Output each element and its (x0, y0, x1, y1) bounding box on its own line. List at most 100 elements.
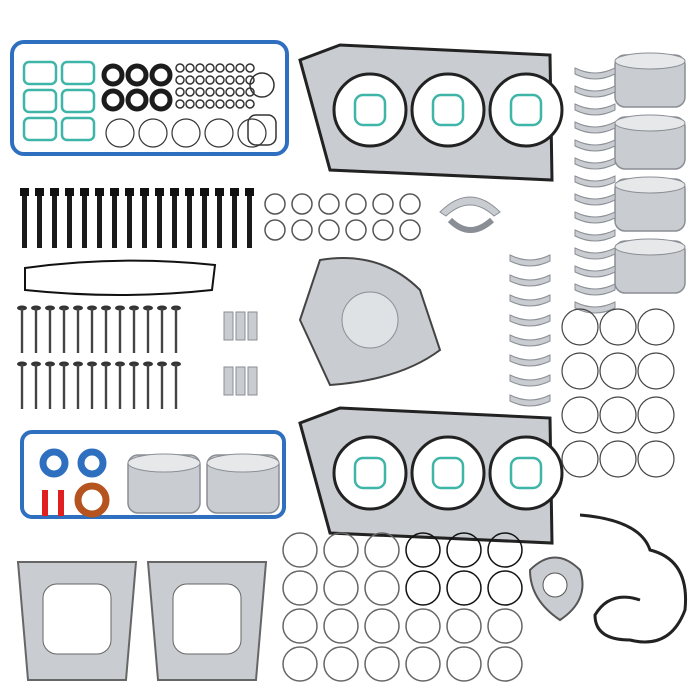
valve-stem-seal (215, 99, 225, 109)
rod-bearing (509, 334, 551, 347)
main-bearing (574, 175, 616, 188)
misc-parts (16, 257, 688, 681)
piston-ring (487, 608, 523, 644)
rod-bearing (509, 354, 551, 367)
piston-ring (364, 646, 400, 682)
o-ring (125, 63, 149, 87)
main-bearing (574, 247, 616, 260)
valve-stem (48, 308, 52, 353)
valve-stem-seal (235, 87, 245, 97)
coolant-seal (431, 93, 465, 127)
valve-stem (90, 364, 94, 409)
valve-stem-seal (215, 63, 225, 73)
piston-ring (405, 532, 441, 568)
valve-stem-seal (245, 63, 255, 73)
spark-plug-tube-seal (60, 116, 96, 142)
valve-stem (20, 308, 24, 353)
valve-stem-seal (175, 63, 185, 73)
red-seal (42, 490, 48, 516)
small-ring (291, 219, 313, 241)
main-bearing (574, 157, 616, 170)
valve-stem (76, 308, 80, 353)
head-bolts (20, 188, 254, 248)
rod-bearing (509, 314, 551, 327)
piston-ring (364, 608, 400, 644)
valve-stem (34, 308, 38, 353)
piston-ring (405, 646, 441, 682)
bolt-head (50, 188, 59, 196)
piston-ring (637, 440, 675, 478)
valve-guide (223, 311, 234, 341)
piston-ring (323, 570, 359, 606)
piston-ring (405, 570, 441, 606)
small-ring (399, 219, 421, 241)
valve-stem-seal (245, 99, 255, 109)
main-bearing (574, 211, 616, 224)
piston-ring (282, 646, 318, 682)
valve-stem (118, 308, 122, 353)
valve-stem-seal (185, 63, 195, 73)
valve-stem (76, 364, 80, 409)
small-ring (345, 219, 367, 241)
valve-cover-gasket (20, 430, 286, 519)
small-ring (264, 193, 286, 215)
seal-ring (105, 118, 135, 148)
valve-guide (247, 366, 258, 396)
bolt-head (20, 188, 29, 196)
piston-ring (599, 396, 637, 434)
crank-seal (74, 482, 110, 518)
valve-stem-seal (205, 75, 215, 85)
piston-ring (446, 570, 482, 606)
piston-ring (405, 608, 441, 644)
bearings (439, 67, 616, 407)
piston-crown (614, 238, 686, 256)
valve-cover-gasket-set (10, 40, 289, 156)
valve-stem (174, 364, 178, 409)
rod-bearing (509, 394, 551, 407)
bolt-shaft (37, 196, 42, 248)
valve-stem-seal (215, 75, 225, 85)
small-ring (399, 193, 421, 215)
piston-ring (637, 308, 675, 346)
main-bearing (574, 265, 616, 278)
valve-stem (104, 364, 108, 409)
piston-ring (599, 308, 637, 346)
bolt-head (125, 188, 134, 196)
valve-stem-seal (175, 99, 185, 109)
coolant-seal (353, 93, 387, 127)
valve-stem-seal (195, 99, 205, 109)
valve-stem-seal (225, 87, 235, 97)
piston-ring (323, 608, 359, 644)
bolt-head (65, 188, 74, 196)
piston-ring (323, 532, 359, 568)
coolant-seal (431, 456, 465, 490)
valve-stem-seal (225, 63, 235, 73)
small-ring (372, 193, 394, 215)
head-gaskets (298, 43, 564, 545)
valve-stem (132, 364, 136, 409)
bolt-head (185, 188, 194, 196)
piston-ring (446, 646, 482, 682)
bolt-head (80, 188, 89, 196)
valve-stem (104, 308, 108, 353)
valve-guide (223, 366, 234, 396)
main-bearing (574, 229, 616, 242)
valve-stem (160, 308, 164, 353)
spark-plug-tube-seal (22, 88, 58, 114)
seal-ring (247, 114, 277, 146)
valve-stem-seal (205, 63, 215, 73)
bolt-head (230, 188, 239, 196)
bolt-shaft (172, 196, 177, 248)
o-ring (149, 88, 173, 112)
piston-crown (614, 114, 686, 132)
valve-stem-seal (175, 75, 185, 85)
bolt-shaft (97, 196, 102, 248)
cylinder-bore (410, 435, 486, 511)
water-pump-plate (341, 291, 399, 349)
oil-pan-gasket (579, 513, 688, 644)
rod-bearing (509, 374, 551, 387)
bolt-shaft (82, 196, 87, 248)
small-ring (318, 219, 340, 241)
rod-bearing (509, 274, 551, 287)
piston-ring (487, 646, 523, 682)
